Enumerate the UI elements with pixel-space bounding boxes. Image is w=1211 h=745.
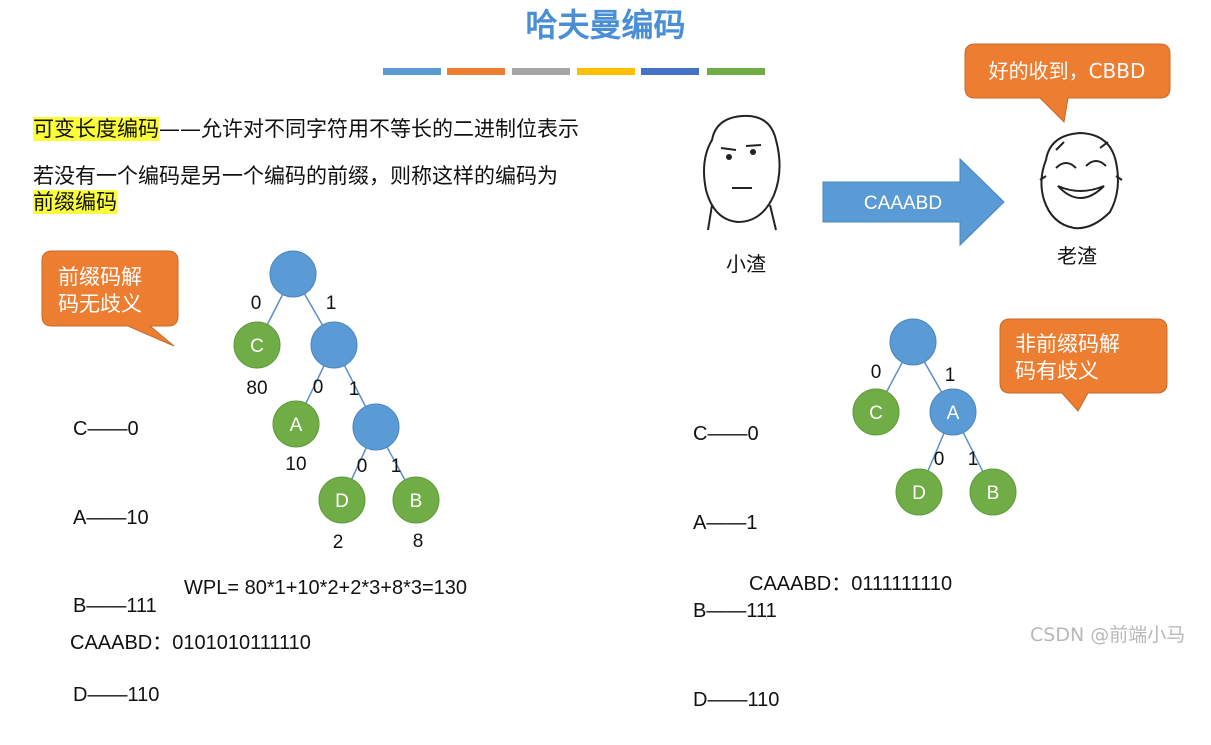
- left-code-b: B——111: [73, 595, 157, 617]
- left-edge-label-n2-b: 1: [391, 456, 402, 477]
- right-node-b-label: B: [987, 483, 1000, 504]
- sender-face: [703, 114, 781, 231]
- right-edge-label-a-b: 1: [968, 449, 979, 470]
- message-text: CAAABD: [864, 193, 942, 214]
- left-node-b: [392, 476, 440, 524]
- prefix-term-line: 前缀编码: [33, 186, 117, 216]
- left-tree: C A D B 0 1 0 1 0 1 80 10 2 8: [233, 250, 440, 553]
- left-edge-label-root-c: 0: [251, 293, 262, 314]
- reply-bubble: 好的收到，CBBD: [964, 43, 1171, 124]
- right-bubble-line-2: 码有歧义: [1015, 359, 1099, 383]
- left-node-n1: [310, 321, 358, 369]
- right-node-a-label: A: [947, 403, 960, 424]
- right-edge-label-root-c: 0: [871, 362, 882, 383]
- color-bar-6: [707, 68, 765, 75]
- variable-length-definition: 可变长度编码——允许对不同字符用不等长的二进制位表示: [33, 113, 579, 143]
- left-node-root: [269, 250, 317, 298]
- left-weight-c: 80: [246, 378, 267, 399]
- right-code-a: A——1: [693, 511, 758, 534]
- left-encoded: CAAABD：0101010111110: [70, 632, 311, 654]
- left-edge-label-n1-a: 0: [313, 377, 324, 398]
- right-code-b: B——111: [693, 600, 777, 622]
- right-code-d: D——110: [693, 688, 780, 711]
- right-edge-label-root-a: 1: [945, 365, 956, 386]
- right-edge-label-a-d: 0: [934, 449, 945, 470]
- right-node-d-label: D: [912, 483, 926, 504]
- left-weight-a: 10: [285, 454, 306, 475]
- left-node-c-label: C: [250, 336, 264, 357]
- page-title: 哈夫曼编码: [525, 6, 686, 44]
- left-node-a: [272, 400, 320, 448]
- right-node-b: [969, 468, 1017, 516]
- wpl-formula: WPL= 80*1+10*2+2*3+8*3=130: [184, 577, 468, 599]
- left-code-a: A——10: [73, 506, 149, 529]
- right-tree: C A D B 0 1 0 1: [852, 318, 1017, 516]
- receiver-face: [1039, 131, 1123, 230]
- right-encoded: CAAABD：0111111110: [749, 573, 953, 595]
- right-node-a: [929, 388, 977, 436]
- left-code-d: D——110: [73, 683, 160, 706]
- color-bar-1: [383, 68, 441, 75]
- right-node-root: [889, 318, 937, 366]
- color-bar-5: [641, 68, 699, 75]
- left-bubble-line-1: 前缀码解: [58, 265, 142, 289]
- prefix-term: 前缀编码: [33, 190, 117, 214]
- right-node-c-label: C: [869, 403, 883, 424]
- variable-length-term: 可变长度编码: [33, 117, 159, 141]
- right-bubble: 非前缀码解 码有歧义: [999, 318, 1168, 412]
- variable-length-desc: ——允许对不同字符用不等长的二进制位表示: [159, 117, 579, 141]
- left-edge-label-root-n1: 1: [326, 293, 337, 314]
- left-weight-d: 2: [333, 532, 344, 553]
- watermark: CSDN @前端小马: [1030, 624, 1186, 646]
- sender-label: 小渣: [726, 252, 766, 276]
- prefix-sentence: 若没有一个编码是另一个编码的前缀，则称这样的编码为: [33, 164, 558, 188]
- left-weight-b: 8: [413, 531, 424, 552]
- left-node-c: [233, 321, 281, 369]
- left-code-c: C——0: [73, 418, 139, 440]
- message-arrow: CAAABD: [822, 157, 1005, 247]
- color-bar-2: [447, 68, 505, 75]
- left-edge-label-n1-n2: 1: [349, 379, 360, 400]
- left-node-n2: [352, 403, 400, 451]
- diagram-canvas: 前缀码解 码无歧义 C A D B 0 1 0 1 0 1 80 10 2 8: [41, 43, 1171, 553]
- left-edge-label-n2-d: 0: [357, 456, 368, 477]
- right-code-c: C——0: [693, 423, 759, 445]
- left-node-a-label: A: [290, 415, 303, 436]
- right-node-d: [895, 468, 943, 516]
- color-bar-3: [512, 68, 570, 75]
- left-bubble: 前缀码解 码无歧义: [41, 250, 179, 347]
- reply-bubble-text: 好的收到，CBBD: [989, 59, 1146, 83]
- left-bubble-line-2: 码无歧义: [58, 292, 142, 316]
- left-node-d: [318, 476, 366, 524]
- receiver-label: 老渣: [1057, 244, 1097, 268]
- right-bubble-line-1: 非前缀码解: [1015, 332, 1120, 356]
- right-node-c: [852, 388, 900, 436]
- left-node-b-label: B: [410, 491, 423, 512]
- left-node-d-label: D: [335, 491, 349, 512]
- color-bar-4: [577, 68, 635, 75]
